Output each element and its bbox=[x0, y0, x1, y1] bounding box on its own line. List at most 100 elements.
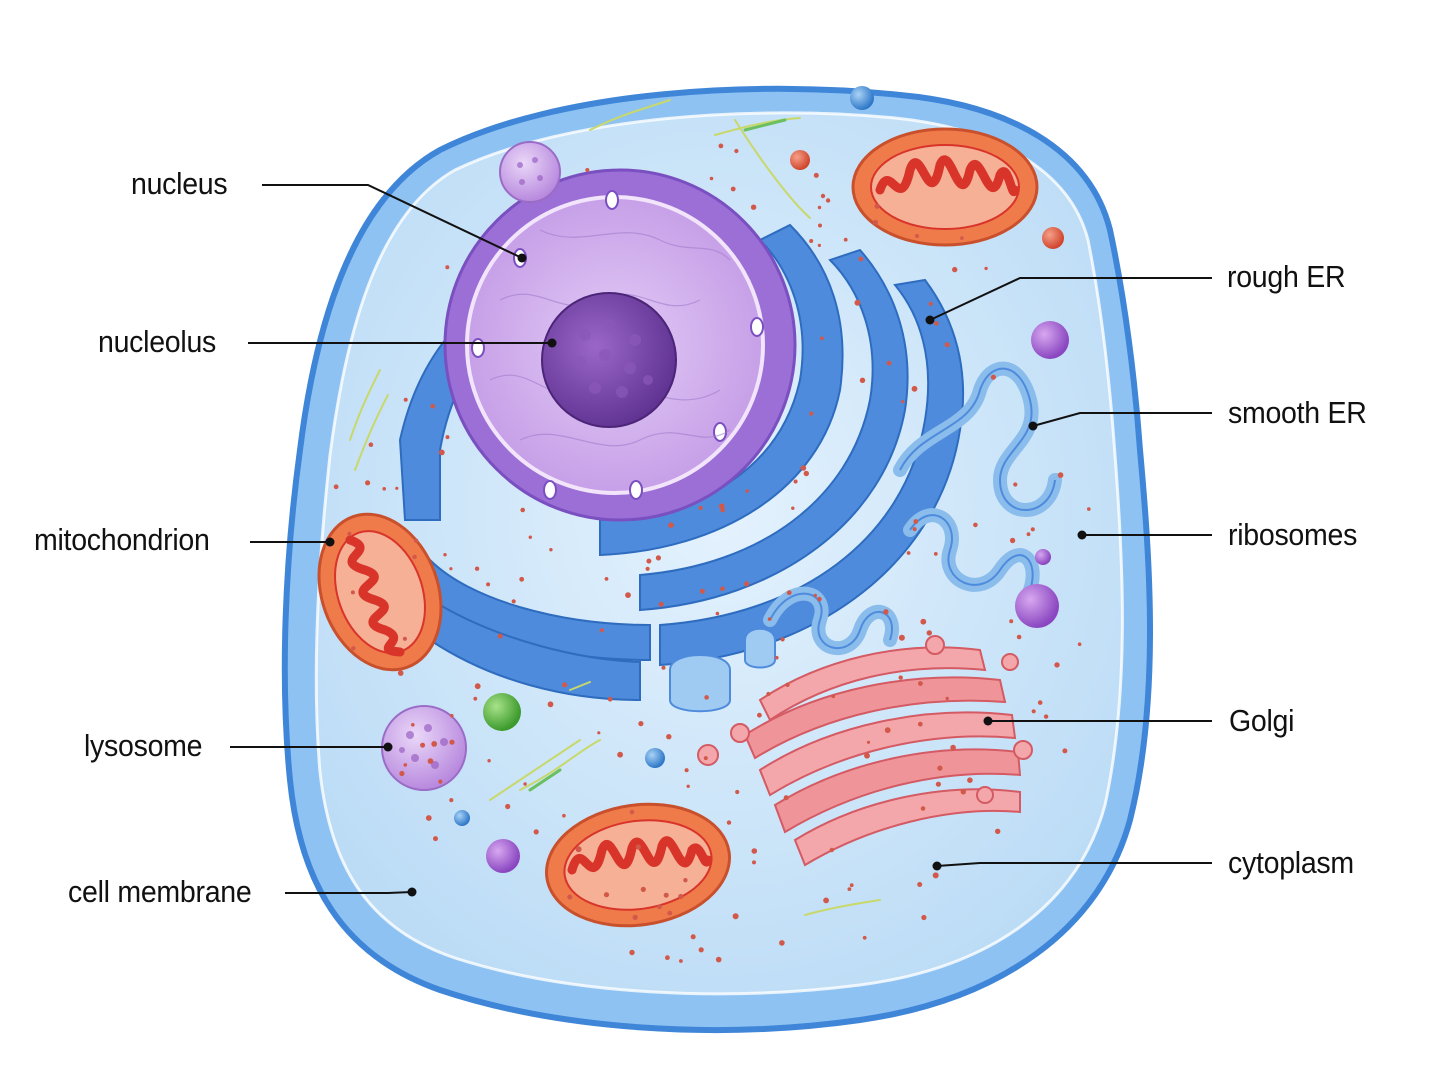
ribosome-dot bbox=[872, 219, 879, 225]
label-smooth-er: smooth ER bbox=[1228, 395, 1367, 430]
ribosome-dot bbox=[658, 601, 664, 607]
ribosome-dot bbox=[1037, 700, 1043, 705]
ribosome-dot bbox=[704, 695, 709, 700]
ribosome-dot bbox=[351, 646, 356, 651]
ribosome-dot bbox=[720, 586, 725, 591]
red-vesicle-2 bbox=[1042, 227, 1064, 249]
ribosome-dot bbox=[666, 734, 672, 740]
ribosome-dot bbox=[734, 148, 739, 154]
ribosome-dot bbox=[823, 897, 829, 904]
ribosome-dot bbox=[698, 505, 703, 510]
ribosome-dot bbox=[862, 935, 867, 940]
ribosome-dot bbox=[449, 739, 455, 745]
ribosome-dot bbox=[684, 768, 689, 773]
red-vesicle-1 bbox=[790, 150, 810, 170]
blue-vesicle-mid bbox=[645, 748, 665, 768]
ribosome-dot bbox=[791, 506, 795, 510]
ribosome-dot bbox=[967, 777, 973, 783]
ribosome-dot bbox=[365, 480, 371, 486]
leader-cytoplasm bbox=[936, 862, 1212, 867]
er-vesicles bbox=[669, 627, 776, 713]
ribosome-dot bbox=[820, 336, 824, 341]
ribosome-dot bbox=[726, 820, 732, 825]
ribosome-dot bbox=[433, 836, 438, 842]
ribosome-dot bbox=[474, 566, 480, 571]
ribosome-dot bbox=[1077, 642, 1082, 646]
label-nucleus: nucleus bbox=[131, 166, 228, 201]
ribosome-dot bbox=[1030, 527, 1035, 532]
ribosome-dot bbox=[732, 913, 739, 920]
ribosome-dot bbox=[1057, 472, 1064, 478]
ribosome-dot bbox=[757, 712, 762, 718]
ribosome-dot bbox=[984, 266, 988, 271]
ribosome-dot bbox=[920, 806, 926, 811]
ribosome-dot bbox=[698, 947, 704, 953]
ribosome-dot bbox=[766, 691, 771, 697]
ribosome-dot bbox=[497, 633, 503, 639]
ribosome-dot bbox=[775, 655, 779, 660]
ribosome-dot bbox=[854, 299, 861, 306]
ribosome-dot bbox=[995, 828, 1001, 834]
ribosome-dot bbox=[934, 321, 939, 326]
ribosome-dot bbox=[1009, 619, 1014, 624]
ribosome-dot bbox=[779, 940, 785, 946]
ribosome-dot bbox=[715, 956, 722, 963]
leader-cell-membrane bbox=[285, 891, 413, 894]
ribosome-dot bbox=[917, 882, 923, 887]
ribosome-dot bbox=[399, 770, 405, 777]
label-nucleolus: nucleolus bbox=[98, 324, 217, 359]
ribosome-dot bbox=[1043, 714, 1049, 719]
ribosome-dot bbox=[347, 531, 352, 536]
ribosome-dot bbox=[617, 751, 623, 758]
ribosome-dot bbox=[449, 567, 453, 571]
ribosome-dot bbox=[864, 752, 870, 759]
ribosome-dot bbox=[849, 883, 854, 888]
vesicle-right bbox=[1031, 321, 1069, 359]
lysosome-texture bbox=[399, 724, 448, 769]
ribosome-dot bbox=[382, 487, 387, 491]
ribosome-dot bbox=[438, 779, 443, 784]
ribosome-dot bbox=[686, 784, 690, 788]
leader-lines bbox=[230, 184, 1212, 894]
ribosome-dot bbox=[831, 694, 836, 699]
ribosome-dot bbox=[786, 590, 792, 596]
ribosome-dot bbox=[1031, 709, 1036, 714]
ribosome-dot bbox=[604, 577, 609, 581]
ribosome-dot bbox=[1013, 482, 1018, 487]
ribosome-dot bbox=[333, 484, 339, 490]
ribosome-dot bbox=[413, 538, 419, 543]
vesicle-top-left-texture bbox=[517, 157, 543, 185]
ribosome-dot bbox=[752, 860, 756, 865]
ribosome-dot bbox=[937, 765, 943, 771]
vesicle-top-left bbox=[499, 141, 561, 203]
ribosome-dot bbox=[667, 910, 673, 916]
ribosome-dot bbox=[523, 782, 527, 786]
ribosome-dot bbox=[912, 527, 917, 532]
ribosome-dot bbox=[663, 892, 669, 898]
ribosome-dot bbox=[438, 449, 445, 456]
ribosome-dot bbox=[944, 342, 950, 348]
ribosome-dot bbox=[1009, 537, 1016, 544]
ribosome-dot bbox=[843, 237, 848, 242]
ribosome-dot bbox=[638, 721, 644, 727]
ribosome-dot bbox=[632, 914, 638, 920]
ribosome-dot bbox=[678, 893, 684, 900]
microtubule bbox=[528, 118, 787, 792]
ribosome-dot bbox=[918, 681, 923, 686]
ribosome-dot bbox=[395, 486, 399, 490]
ribosome-dot bbox=[474, 683, 481, 690]
ribosome-dot bbox=[817, 596, 822, 602]
blue-vesicle-top bbox=[850, 86, 874, 110]
ribosome-dot bbox=[607, 696, 613, 702]
ribosome-dot bbox=[883, 609, 889, 615]
ribosome-dot bbox=[679, 959, 683, 963]
ribosome-dot bbox=[575, 846, 582, 853]
ribosome-dot bbox=[973, 522, 978, 528]
ribosome-dot bbox=[945, 696, 949, 701]
ribosome-dot bbox=[884, 727, 891, 734]
mitochondrion-left bbox=[317, 512, 443, 672]
ribosome-dot bbox=[412, 554, 417, 560]
vesicle-right-2 bbox=[1015, 584, 1059, 628]
